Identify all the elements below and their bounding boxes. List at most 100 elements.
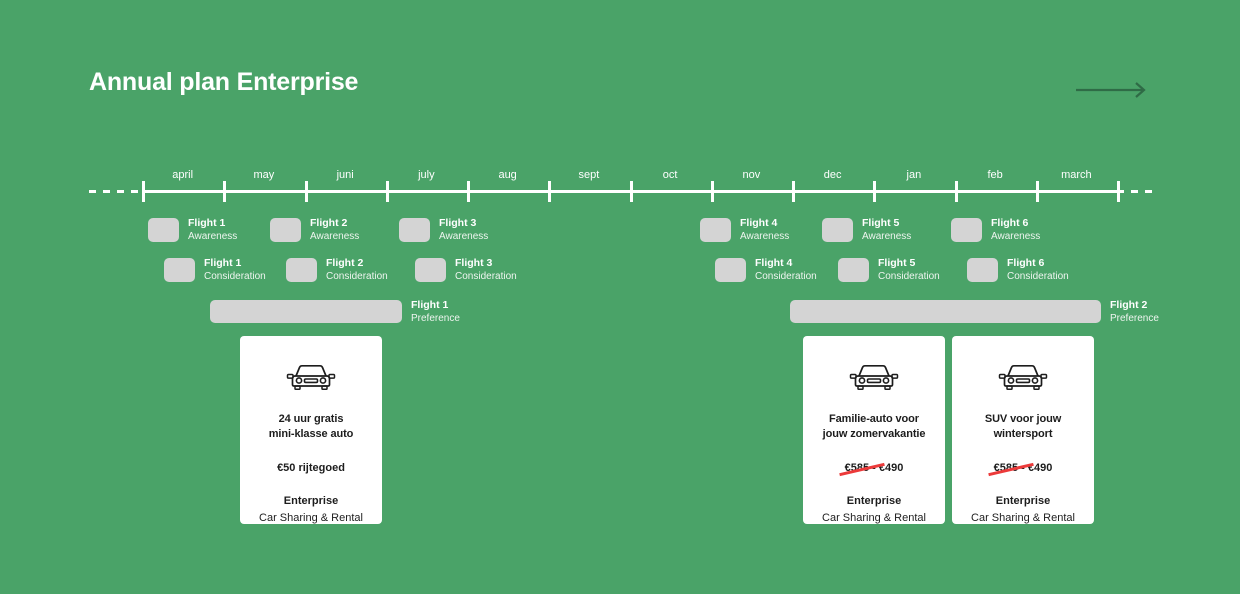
flight-chip[interactable] [399, 218, 430, 242]
timeline-tick [467, 181, 470, 202]
timeline-month-nov: nov [742, 169, 761, 181]
flight-chip[interactable] [967, 258, 998, 282]
card-title-line1: 24 uur gratis [278, 413, 344, 425]
card-price: €50 rijtegoed [277, 462, 345, 474]
timeline-month-july: july [418, 169, 435, 181]
flight-name: Flight 2 [326, 257, 364, 270]
card-title-line2: jouw zomervakantie [822, 427, 926, 440]
timeline-axis [142, 190, 1117, 193]
flight-chip[interactable] [838, 258, 869, 282]
flight-chip[interactable] [822, 218, 853, 242]
flight-chip[interactable] [415, 258, 446, 282]
timeline-month-juni: juni [336, 169, 354, 181]
card-price-new: €490 [878, 461, 904, 474]
flight-name: Flight 5 [862, 217, 900, 230]
flight-chip[interactable] [700, 218, 731, 242]
card-price-old: €585 [987, 462, 1034, 476]
timeline-month-sept: sept [578, 169, 600, 181]
flight-stage: Consideration [1007, 270, 1069, 282]
flight-chip[interactable] [951, 218, 982, 242]
timeline-tick [954, 181, 958, 202]
car-front-icon [848, 360, 900, 394]
card-price-new: €50 rijtegoed [277, 461, 345, 474]
timeline-tick [1117, 181, 1120, 202]
timeline-dash-right [1117, 190, 1153, 193]
card-subtitle: Car Sharing & Rental [822, 511, 926, 524]
card-price: €585 - €490 [838, 461, 904, 476]
flight-chip[interactable] [270, 218, 301, 242]
car-front-icon [285, 360, 337, 394]
timeline-month-april: april [172, 169, 194, 181]
flight-chip[interactable] [164, 258, 195, 282]
flight-name: Flight 6 [1007, 257, 1045, 270]
flight-name: Flight 3 [455, 257, 493, 270]
flight-stage: Awareness [310, 230, 360, 242]
card-title: SUV voor jouw wintersport [985, 412, 1061, 442]
card-brand: Enterprise [283, 494, 339, 507]
flight-stage: Consideration [878, 270, 940, 282]
card-brand: Enterprise [995, 494, 1051, 507]
card-brand: Enterprise [846, 494, 902, 507]
car-front-icon [997, 360, 1049, 394]
flight-name: Flight 4 [755, 257, 793, 270]
flight-stage: Awareness [740, 230, 790, 242]
flight-name: Flight 1 [188, 217, 226, 230]
timeline-tick [792, 181, 795, 202]
preference-bar[interactable] [790, 300, 1101, 324]
flight-stage: Awareness [188, 230, 238, 242]
flight-stage: Consideration [755, 270, 817, 282]
timeline-tick [873, 181, 877, 202]
page-title: Annual plan Enterprise [89, 68, 359, 96]
flight-chip[interactable] [715, 258, 746, 282]
card-subtitle: Car Sharing & Rental [259, 511, 363, 524]
arrow-right-icon[interactable] [1076, 79, 1151, 101]
flight-name: Flight 3 [439, 217, 477, 230]
flight-stage: Consideration [326, 270, 388, 282]
flight-chip[interactable] [286, 258, 317, 282]
flight-name: Flight 5 [878, 257, 916, 270]
flight-name: Flight 6 [991, 217, 1029, 230]
preference-bar[interactable] [210, 300, 402, 324]
timeline-tick [629, 181, 633, 202]
timeline-month-aug: aug [498, 169, 517, 181]
timeline-tick [1035, 181, 1039, 202]
card-title-line2: wintersport [993, 427, 1053, 440]
timeline-dash-left [89, 190, 142, 193]
timeline-tick [548, 181, 552, 202]
flight-name: Flight 1 [411, 299, 449, 311]
flight-stage: Preference [1110, 312, 1159, 324]
timeline-tick [385, 181, 389, 202]
timeline-month-oct: oct [662, 169, 678, 181]
card-price-old: €585 [838, 462, 885, 476]
timeline-tick [142, 181, 145, 202]
timeline-tick [223, 181, 227, 202]
flight-stage: Consideration [204, 270, 266, 282]
flight-name: Flight 1 [204, 257, 242, 270]
flight-chip[interactable] [148, 218, 179, 242]
timeline-month-feb: feb [987, 169, 1003, 181]
flight-stage: Awareness [439, 230, 489, 242]
timeline-month-dec: dec [823, 169, 842, 181]
flight-stage: Awareness [991, 230, 1041, 242]
card-title-line1: SUV voor jouw [984, 413, 1062, 425]
timeline-tick [304, 181, 308, 202]
